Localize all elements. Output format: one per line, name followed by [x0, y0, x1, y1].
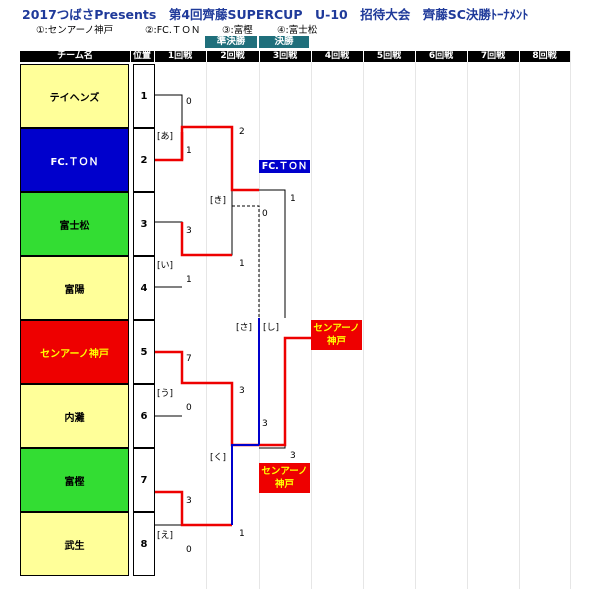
match-marker-sa: [さ] — [236, 323, 253, 333]
match-marker-ki: [き] — [210, 196, 227, 206]
team-box: 富士松 — [20, 192, 129, 256]
score: 3 — [186, 226, 192, 236]
semifinal-tag: 準決勝 — [205, 36, 257, 48]
bracket-line — [155, 336, 311, 447]
bracket-line — [232, 205, 260, 318]
match-marker-ku: [く] — [210, 453, 227, 463]
seed-box: 7 — [133, 448, 155, 512]
header-team: チーム名 — [57, 51, 93, 61]
placing-1st: ①:センアーノ神戸 — [36, 25, 114, 36]
team-box: 富樫 — [20, 448, 129, 512]
bracket-line — [231, 444, 259, 525]
header-round-7: 7回戦 — [480, 51, 506, 61]
winner-label-sf-top: FC.ＴＯＮ — [259, 160, 310, 173]
header-round-3: 3回戦 — [272, 51, 298, 61]
match-marker-i: [い] — [157, 261, 174, 271]
bracket-line — [259, 338, 286, 449]
final-tag: 決勝 — [259, 36, 309, 48]
seed-box: 3 — [133, 192, 155, 256]
score: 3 — [186, 496, 192, 506]
header-round-6: 6回戦 — [428, 51, 454, 61]
header-round-2: 2回戦 — [220, 51, 245, 61]
bracket-line — [155, 493, 183, 526]
bracket-line — [155, 221, 205, 256]
score: 7 — [186, 354, 192, 364]
header-round-8: 8回戦 — [532, 51, 557, 61]
score: 1 — [290, 194, 296, 204]
bracket-line — [180, 222, 232, 257]
match-marker-e: [え] — [157, 531, 174, 541]
score: 3 — [262, 419, 268, 429]
team-box: テイヘンズ — [20, 64, 129, 128]
score: 1 — [239, 259, 245, 269]
seed-box: 1 — [133, 64, 155, 128]
winner-label-champion: センアーノ神戸 — [311, 320, 362, 350]
score: 1 — [186, 146, 192, 156]
placing-2nd: ②:FC.ＴＯＮ — [145, 25, 201, 36]
score: 1 — [239, 529, 245, 539]
team-box: センアーノ神戸 — [20, 320, 129, 384]
header-round-4: 4回戦 — [324, 51, 350, 61]
score: 2 — [239, 127, 245, 137]
bracket-line — [155, 94, 183, 132]
header-round-5: 5回戦 — [376, 51, 402, 61]
team-box: 富陽 — [20, 256, 129, 320]
team-box: 内灘 — [20, 384, 129, 448]
header-round-1: 1回戦 — [167, 51, 193, 61]
team-box: FC.ＴＯＮ — [20, 128, 129, 192]
header-row — [20, 51, 570, 62]
bracket-line — [180, 125, 259, 192]
header-position: 位置 — [132, 51, 151, 61]
score: 0 — [186, 403, 192, 413]
match-marker-a: [あ] — [157, 132, 174, 142]
score: 3 — [239, 386, 245, 396]
score: 0 — [186, 545, 192, 555]
page-title: 2017つばさPresents 第4回齊藤SUPERCUP U-10 招待大会 … — [22, 7, 529, 22]
match-marker-u: [う] — [157, 389, 174, 399]
score: 0 — [186, 97, 192, 107]
seed-box: 6 — [133, 384, 155, 448]
score: 3 — [290, 451, 296, 461]
placing-3rd: ③:富樫 — [222, 25, 253, 36]
team-box: 武生 — [20, 512, 129, 576]
placing-4th: ④:富士松 — [277, 25, 318, 36]
seed-box: 2 — [133, 128, 155, 192]
bracket-line — [259, 189, 286, 318]
score: 0 — [262, 209, 268, 219]
seed-box: 5 — [133, 320, 155, 384]
winner-label-sf-bottom: センアーノ神戸 — [259, 463, 310, 493]
match-marker-shi: [し] — [263, 323, 280, 333]
seed-box: 4 — [133, 256, 155, 320]
seed-box: 8 — [133, 512, 155, 576]
score: 1 — [186, 275, 192, 285]
bracket-line — [155, 490, 232, 527]
